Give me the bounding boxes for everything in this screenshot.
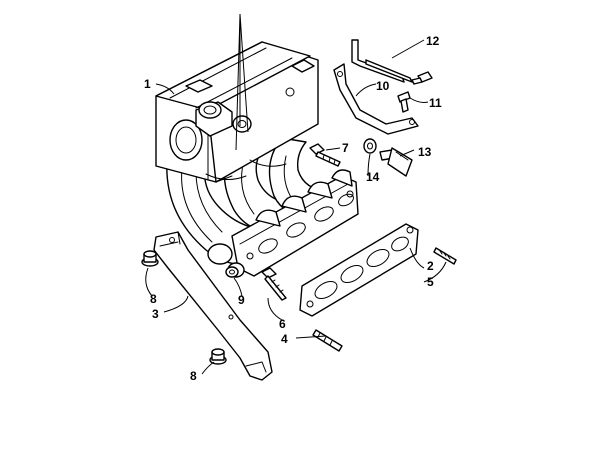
mounting-bracket	[333, 63, 419, 135]
alignment-line-right	[239, 13, 249, 133]
callout-10: 10	[376, 79, 390, 93]
callout-5: 5	[427, 275, 434, 289]
callout-14: 14	[366, 170, 380, 184]
callout-8-upper: 8	[150, 292, 157, 306]
flange-nut-lower	[209, 348, 227, 365]
callout-7: 7	[342, 141, 349, 155]
manifold-flange	[207, 169, 359, 278]
callout-9: 9	[238, 293, 245, 307]
cap-screw-mid	[397, 91, 411, 113]
callout-3: 3	[152, 307, 159, 321]
temperature-sensor	[379, 147, 413, 177]
mounting-bolt-lower	[261, 267, 287, 301]
callout-8-lower: 8	[190, 369, 197, 383]
support-bracket	[153, 231, 273, 381]
stud-upper	[433, 247, 457, 265]
callout-2: 2	[427, 259, 434, 273]
callout-4: 4	[281, 332, 288, 346]
alignment-line-left	[235, 13, 241, 151]
stud-lower	[312, 329, 343, 352]
gasket	[299, 223, 419, 317]
sensor-washer	[363, 138, 377, 154]
callout-11: 11	[429, 96, 442, 110]
leader-lines	[145, 39, 447, 375]
heat-shield-bracket	[351, 39, 413, 83]
cap-screw-top	[411, 71, 433, 85]
callout-12: 12	[426, 34, 440, 48]
flange-nut-upper	[141, 250, 159, 267]
mounting-bolt-upper	[309, 143, 341, 167]
callout-1: 1	[144, 77, 151, 91]
callout-6: 6	[279, 317, 286, 331]
callout-13: 13	[418, 145, 432, 159]
washer-9	[225, 266, 239, 278]
